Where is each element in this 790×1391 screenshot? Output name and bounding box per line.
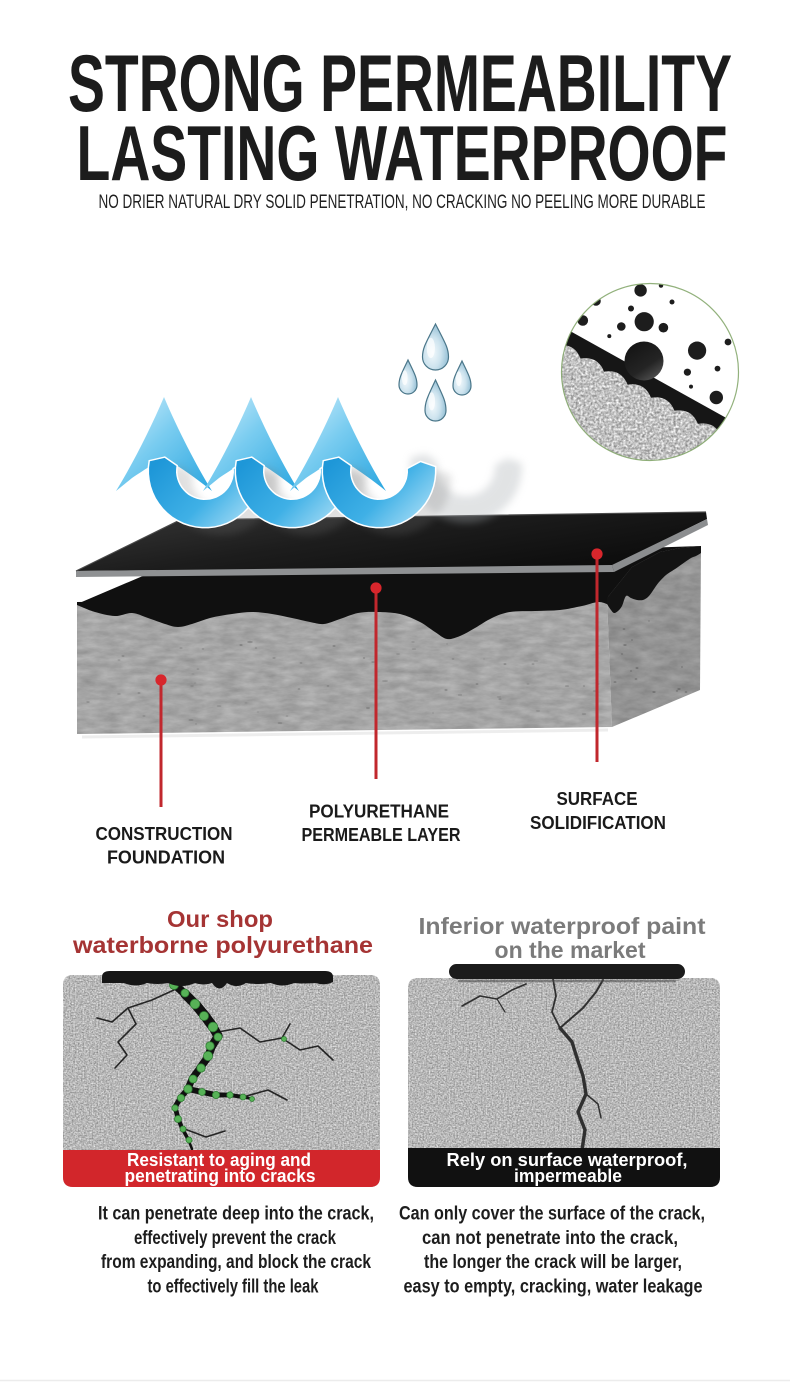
svg-text:to effectively fill the leak: to effectively fill the leak	[148, 1275, 319, 1297]
svg-text:FOUNDATION: FOUNDATION	[107, 847, 225, 868]
svg-text:easy to empty, cracking, water: easy to empty, cracking, water leakage	[404, 1275, 703, 1297]
svg-text:waterborne polyurethane: waterborne polyurethane	[72, 932, 373, 958]
svg-text:PERMEABLE LAYER: PERMEABLE LAYER	[302, 824, 461, 845]
svg-text:from expanding, and block the: from expanding, and block the crack	[101, 1251, 371, 1273]
svg-text:SURFACE: SURFACE	[557, 788, 638, 809]
svg-text:Rely on surface waterproof,: Rely on surface waterproof,	[447, 1150, 688, 1170]
svg-text:Our shop: Our shop	[167, 906, 273, 932]
svg-text:penetrating into cracks: penetrating into cracks	[125, 1166, 316, 1186]
svg-text:can not penetrate into the cra: can not penetrate into the crack,	[422, 1227, 678, 1249]
svg-text:effectively prevent the crack: effectively prevent the crack	[134, 1227, 336, 1249]
svg-text:POLYURETHANE: POLYURETHANE	[309, 801, 449, 822]
svg-text:Can only cover the surface of: Can only cover the surface of the crack,	[399, 1203, 705, 1225]
svg-text:LASTING WATERPROOF: LASTING WATERPROOF	[77, 109, 728, 197]
svg-text:the longer the crack will be l: the longer the crack will be larger,	[424, 1251, 682, 1273]
svg-text:on the market: on the market	[495, 937, 646, 963]
svg-text:Inferior waterproof paint: Inferior waterproof paint	[419, 913, 706, 939]
svg-text:Resistant to aging and: Resistant to aging and	[127, 1150, 311, 1170]
svg-text:NO DRIER NATURAL DRY SOLID PEN: NO DRIER NATURAL DRY SOLID PENETRATION, …	[99, 192, 706, 213]
svg-text:impermeable: impermeable	[514, 1166, 622, 1186]
svg-text:It can penetrate deep into the: It can penetrate deep into the crack,	[98, 1203, 374, 1225]
svg-text:SOLIDIFICATION: SOLIDIFICATION	[530, 812, 666, 833]
svg-text:CONSTRUCTION: CONSTRUCTION	[96, 823, 233, 844]
svg-text:STRONG PERMEABILITY: STRONG PERMEABILITY	[68, 39, 732, 129]
